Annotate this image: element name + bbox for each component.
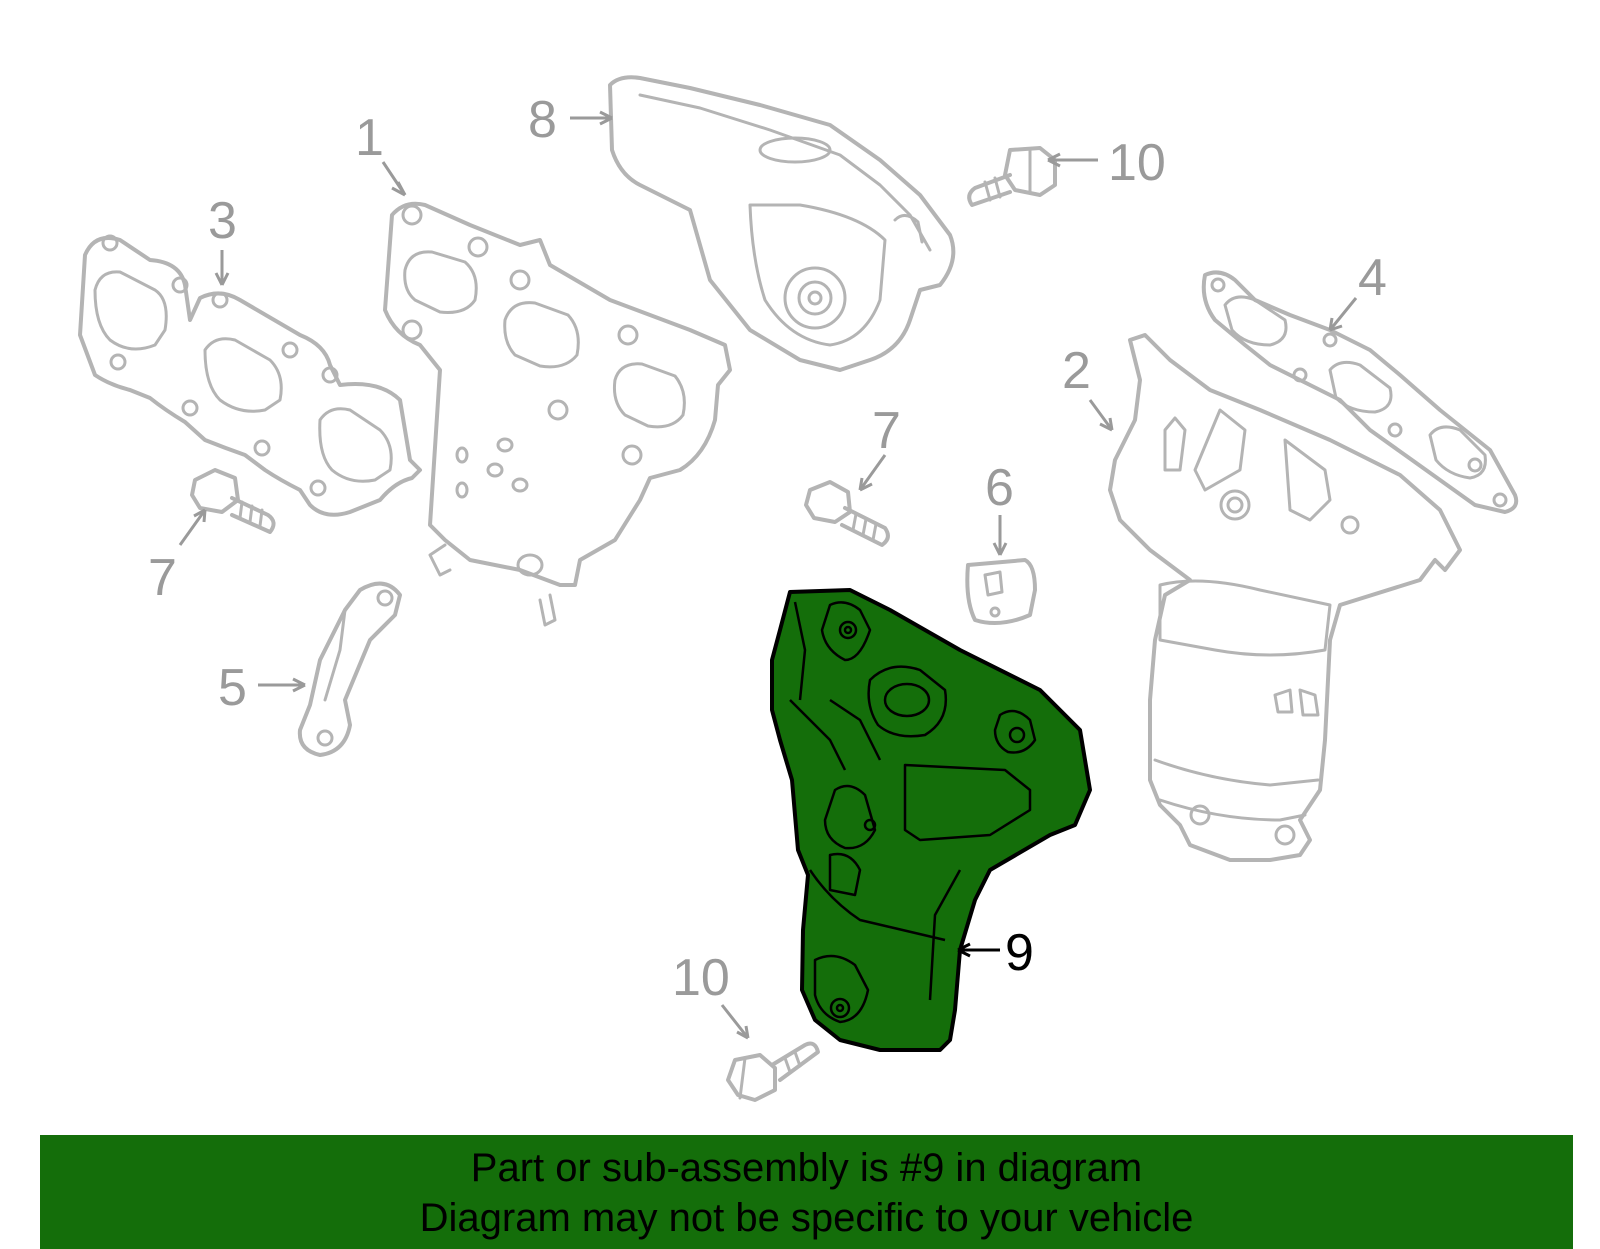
part-10-bolt-lower [726, 1041, 820, 1102]
callout-10-lower: 10 [672, 949, 730, 1007]
part-6-clip [965, 558, 1037, 626]
callout-5: 5 [218, 659, 247, 717]
part-8-heat-shield [608, 75, 956, 372]
callout-8: 8 [528, 91, 557, 149]
callout-3: 3 [208, 192, 237, 250]
banner-line-2: Diagram may not be specific to your vehi… [419, 1196, 1194, 1240]
callout-10-upper: 10 [1108, 134, 1166, 192]
part-3-gasket [78, 234, 422, 517]
callout-1: 1 [355, 109, 384, 167]
callout-6: 6 [985, 459, 1014, 517]
banner-line-1: Part or sub-assembly is #9 in diagram [470, 1146, 1143, 1190]
callouts: 1 2 3 4 5 6 7 7 8 9 10 10 [148, 91, 1387, 1007]
part-9-shape [770, 588, 1092, 1052]
part-1-exhaust-manifold [383, 201, 732, 627]
part-2-exhaust-manifold-catalytic [1108, 333, 1462, 862]
part-9-heat-shield-highlighted [770, 588, 1092, 1052]
part-4-gasket [1201, 270, 1519, 514]
callout-4: 4 [1358, 249, 1387, 307]
part-10-bolt-upper [967, 146, 1057, 207]
part-7-bolt-middle [804, 480, 890, 547]
part-5-bracket [297, 581, 402, 757]
callout-9: 9 [1005, 924, 1034, 982]
leader-lines [178, 110, 1358, 1040]
callout-2: 2 [1062, 342, 1091, 400]
callout-7-middle: 7 [872, 402, 901, 460]
part-7-bolt-left [190, 468, 276, 534]
callout-7-left: 7 [148, 549, 177, 607]
info-banner: Part or sub-assembly is #9 in diagram Di… [40, 1135, 1573, 1249]
